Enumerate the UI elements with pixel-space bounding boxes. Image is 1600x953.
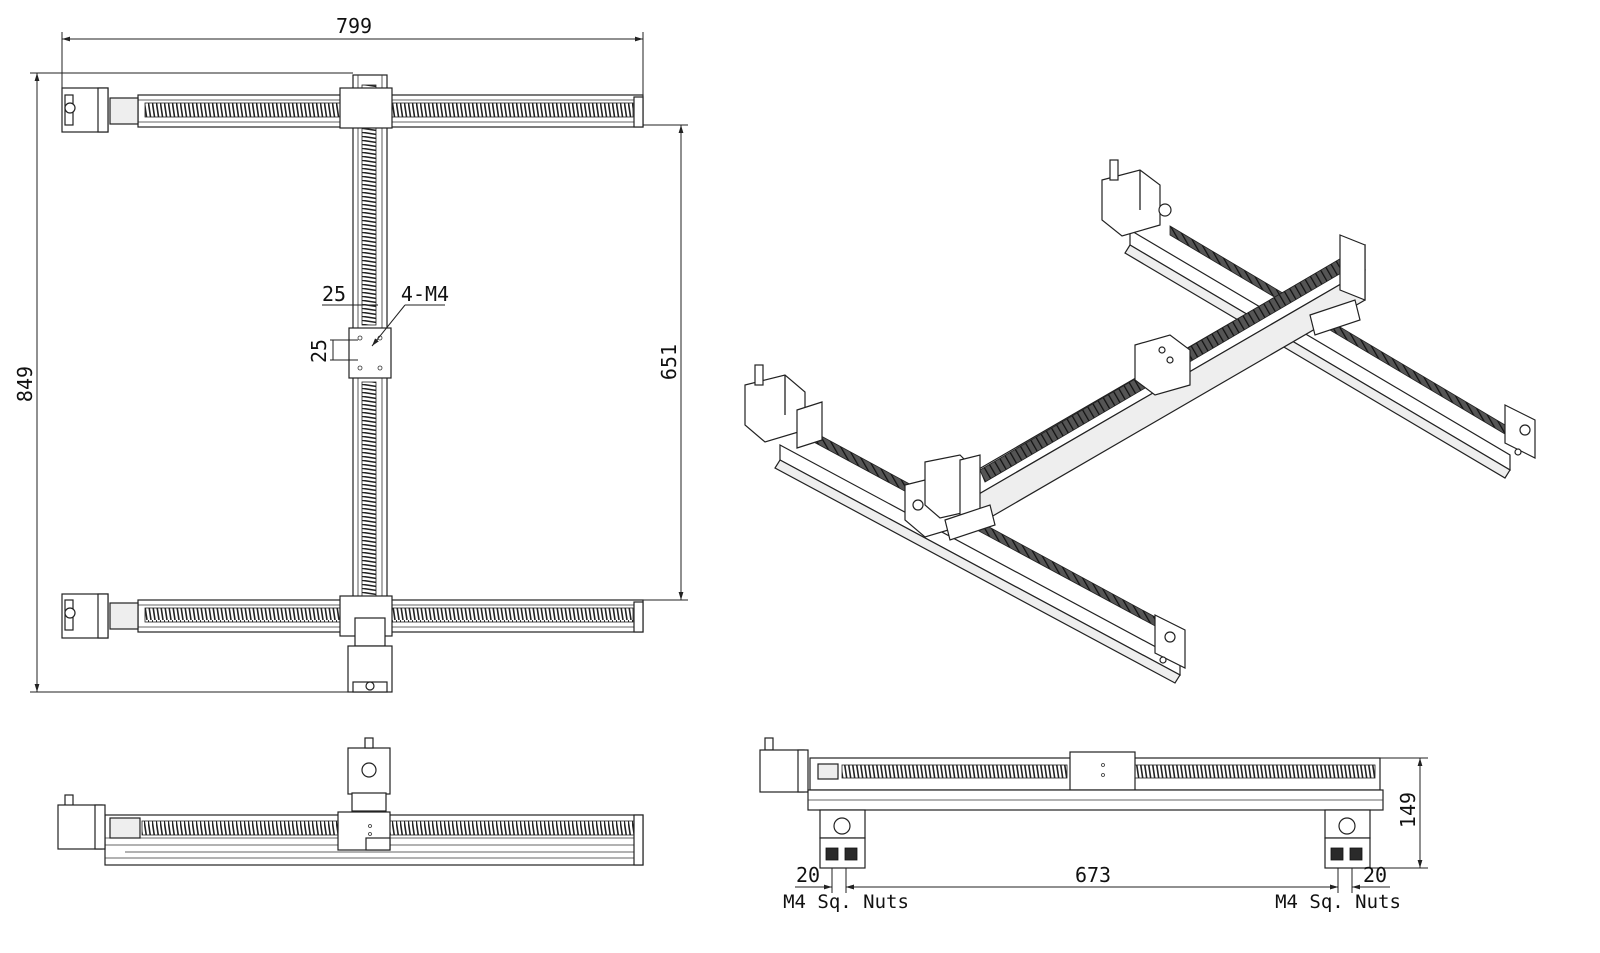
side-view: 149 673 20 20 M4 Sq. Nuts M4 Sq. Nuts xyxy=(759,737,1428,913)
dim-25-x-label: 25 xyxy=(322,282,346,306)
front-carriage xyxy=(337,811,391,851)
side-right-support xyxy=(1324,809,1371,869)
bottom-left-motor xyxy=(61,593,109,639)
dim-799-label: 799 xyxy=(336,14,372,38)
dim-travel-height: 651 xyxy=(643,124,688,601)
side-carriage xyxy=(1069,751,1136,791)
top-view: 799 849 651 25 25 4-M4 xyxy=(13,14,688,693)
dim-149-label: 149 xyxy=(1396,792,1420,828)
dim-673-label: 673 xyxy=(1075,863,1111,887)
hole-callout-label: 4-M4 xyxy=(401,282,449,306)
dim-overall-height: 849 xyxy=(13,72,353,693)
dim-849-label: 849 xyxy=(13,366,37,402)
iso-front-motor xyxy=(744,364,823,449)
iso-front-rail xyxy=(774,429,1186,684)
top-left-motor xyxy=(61,87,109,133)
gantry-motor xyxy=(347,617,393,693)
front-motor xyxy=(57,794,106,850)
dim-support-spacing: 673 xyxy=(831,863,1353,893)
front-view xyxy=(57,737,644,866)
side-motor xyxy=(759,737,809,793)
dim-20-right-label: 20 xyxy=(1363,863,1387,887)
iso-front-support xyxy=(944,504,996,541)
dim-hole-spacing: 25 25 4-M4 xyxy=(307,282,449,363)
dim-side-height: 149 xyxy=(1370,757,1428,869)
left-nut-label: M4 Sq. Nuts xyxy=(783,891,909,913)
right-nut-label: M4 Sq. Nuts xyxy=(1275,891,1401,913)
gantry-carriage xyxy=(348,327,392,379)
dim-20-left-label: 20 xyxy=(796,863,820,887)
dim-25-y-label: 25 xyxy=(307,339,331,363)
iso-rear-support xyxy=(1309,299,1361,336)
front-z-motor xyxy=(347,737,391,812)
iso-rear-motor xyxy=(1101,159,1172,237)
dim-nut-offset-left: 20 xyxy=(795,863,862,890)
side-left-support xyxy=(819,809,866,869)
isometric-view xyxy=(744,159,1536,684)
iso-gantry-carriage xyxy=(1134,334,1191,396)
dim-overall-width: 799 xyxy=(61,14,644,95)
iso-rear-rail xyxy=(1124,225,1536,479)
dim-nut-offset-right: 20 xyxy=(1320,863,1390,890)
dim-651-label: 651 xyxy=(657,344,681,380)
